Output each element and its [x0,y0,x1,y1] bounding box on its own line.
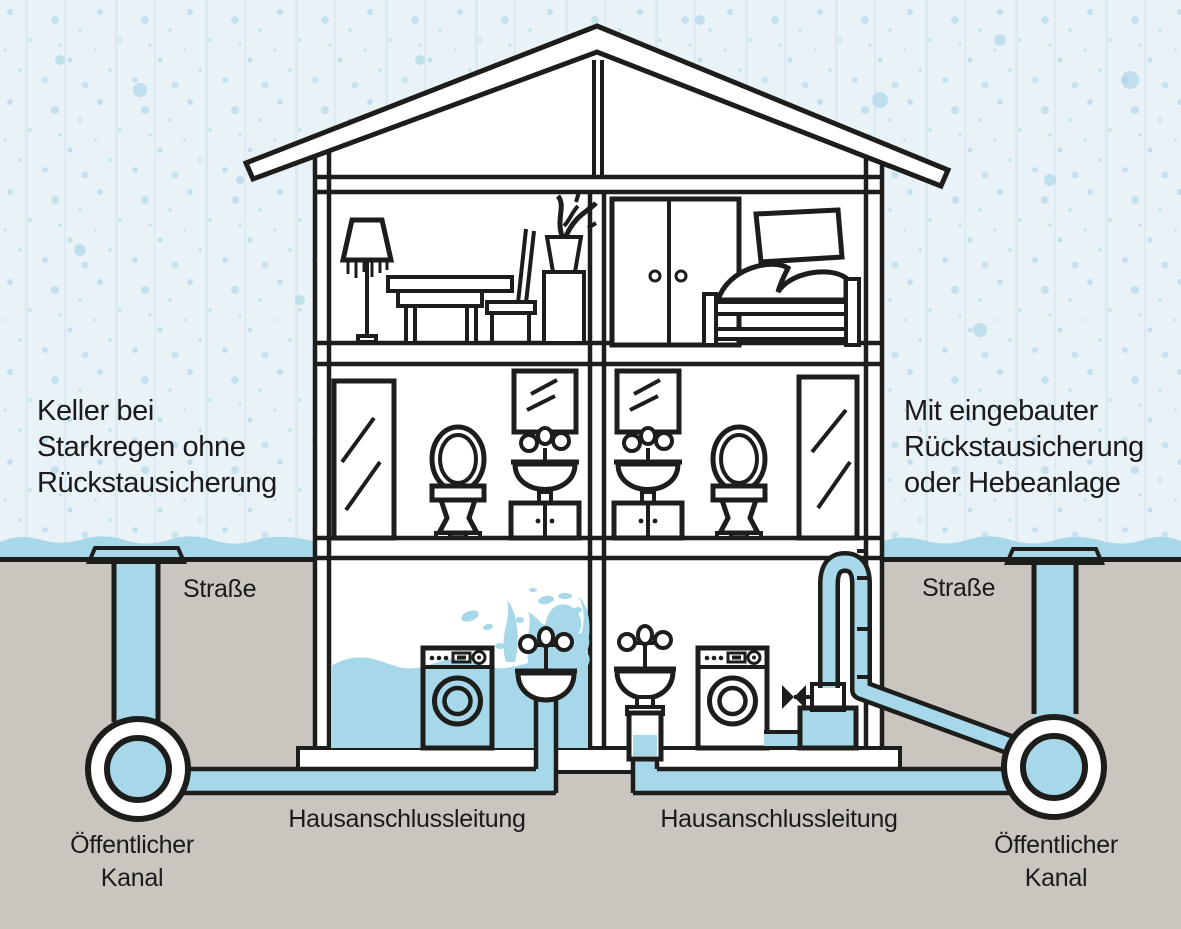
caption-right-line1: Mit eingebauter [904,395,1099,427]
house-connection-label-right: Hausanschlussleitung [660,805,897,833]
chair [485,228,537,342]
public-sewer-label-right: Öffentlicher Kanal [994,831,1118,892]
sewer-drop-pipe-right [1031,565,1079,728]
public-sewer-canal-right [1001,714,1107,820]
pipe-wall-brackets [857,549,868,679]
caption-left-line2: Starkregen ohne [37,431,245,463]
backflow-loop-pipe [818,549,1020,758]
caption-right-line2: Rückstausicherung [904,431,1144,463]
caption-left: Keller bei Starkregen ohne Rückstausiche… [37,395,277,499]
pump-inlet-pipe [764,730,802,750]
house-connection-pipe-right [630,756,1048,796]
public-sewer-right-line2: Kanal [1025,864,1087,892]
caption-right: Mit eingebauter Rückstausicherung oder H… [904,395,1144,499]
backflow-valve [625,695,665,762]
roof [242,23,952,190]
walls [312,60,885,748]
floor-lamp [339,217,395,344]
public-sewer-right-line1: Öffentlicher [994,831,1118,859]
shower-mirror-panel-left [331,378,397,541]
house-connection-pipe-left [165,698,559,796]
caption-left-line3: Rückstausicherung [37,467,277,499]
bed [702,261,861,347]
public-sewer-label-left: Öffentlicher Kanal [70,831,194,892]
street-drain-left [85,546,188,564]
public-sewer-canal-left [85,716,191,822]
street-drain-right [1003,547,1106,565]
caption-left-line1: Keller bei [37,395,154,427]
lifting-station-pump [782,682,859,751]
public-sewer-left-line2: Kanal [101,864,163,892]
rain-drops [55,15,1139,337]
sewer-drop-pipe-left [111,564,161,730]
shower-mirror-panel-right [796,374,860,541]
picture-frame [753,207,845,265]
caption-right-line3: oder Hebeanlage [904,467,1121,499]
valve-handwheel [782,685,794,709]
table [386,275,514,345]
street-label-right: Straße [922,574,995,602]
potted-plant [542,191,598,345]
house-connection-label-left: Hausanschlussleitung [288,805,525,833]
public-sewer-left-line1: Öffentlicher [70,831,194,859]
wardrobe [609,196,742,348]
street-label-left: Straße [183,575,256,603]
